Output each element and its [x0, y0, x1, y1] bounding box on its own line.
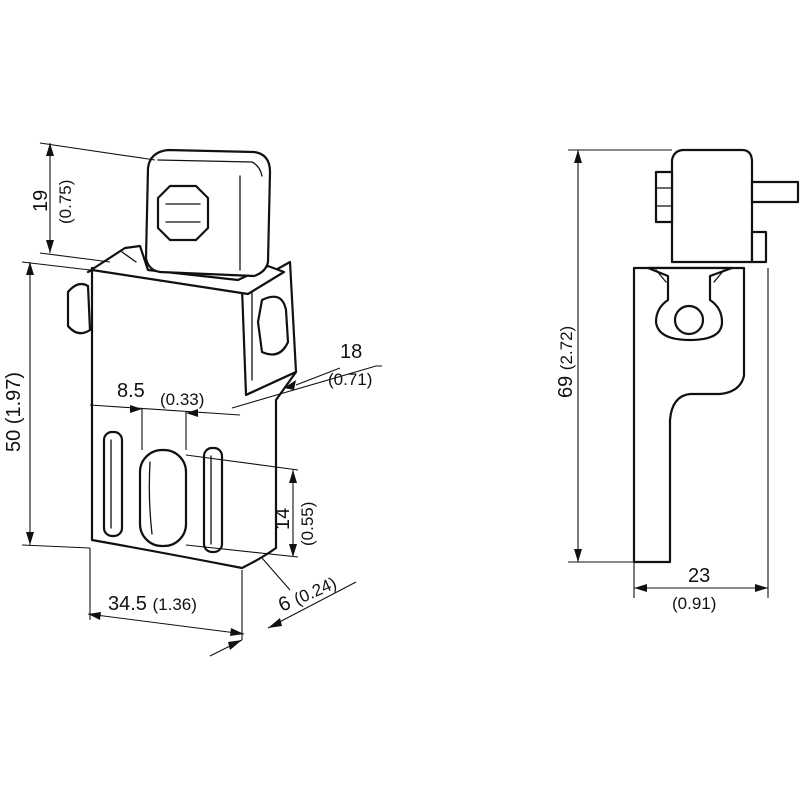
dim-depth: 18 (0.71) [231, 341, 382, 409]
dim-slot-spacing-inch: (0.33) [160, 390, 204, 409]
side-tab [750, 230, 768, 264]
dim-side-width-inch: (0.91) [672, 594, 716, 613]
left-screw [66, 282, 92, 335]
dim-slot-spacing: 8.5 (0.33) [89, 380, 241, 450]
hex-nut [156, 184, 210, 242]
dim-side-height: 69 (2.72) [555, 149, 672, 563]
dim-top-height: 19 (0.75) [30, 142, 156, 263]
isometric-view [66, 148, 298, 570]
side-profile [632, 266, 746, 564]
dim-top-height-value: 19 [30, 190, 52, 212]
dim-slot-length: 14 (0.55) [185, 454, 317, 558]
side-clamp [646, 266, 734, 342]
side-nut [654, 170, 674, 224]
dim-width: 34.5 (1.36) [87, 548, 245, 640]
dim-side-height-value: 69 (2.72) [555, 326, 577, 398]
dim-thickness-value: 6 (0.24) [275, 572, 340, 617]
dim-slot-length-value: 14 [272, 508, 294, 530]
dim-side-width: 23 (0.91) [633, 268, 769, 613]
dim-depth-inch: (0.71) [328, 370, 372, 389]
slot-center [138, 448, 188, 548]
side-view [632, 148, 800, 564]
side-pin [750, 180, 800, 204]
side-head [670, 148, 754, 264]
slot-left [102, 430, 124, 538]
side-screw [256, 295, 290, 356]
dim-depth-value: 18 [340, 341, 362, 363]
dim-slot-spacing-value: 8.5 [117, 380, 145, 402]
dim-side-width-value: 23 [688, 565, 710, 587]
dim-overall-height-value: 50 (1.97) [3, 372, 25, 452]
dim-width-value: 34.5 (1.36) [108, 593, 197, 615]
slot-right [202, 446, 224, 554]
dim-top-height-inch: (0.75) [56, 180, 75, 224]
dim-overall-height: 50 (1.97) [3, 261, 91, 549]
dim-slot-length-inch: (0.55) [298, 502, 317, 546]
side-bolt [673, 304, 705, 336]
dim-thickness: 6 (0.24) [209, 557, 357, 657]
